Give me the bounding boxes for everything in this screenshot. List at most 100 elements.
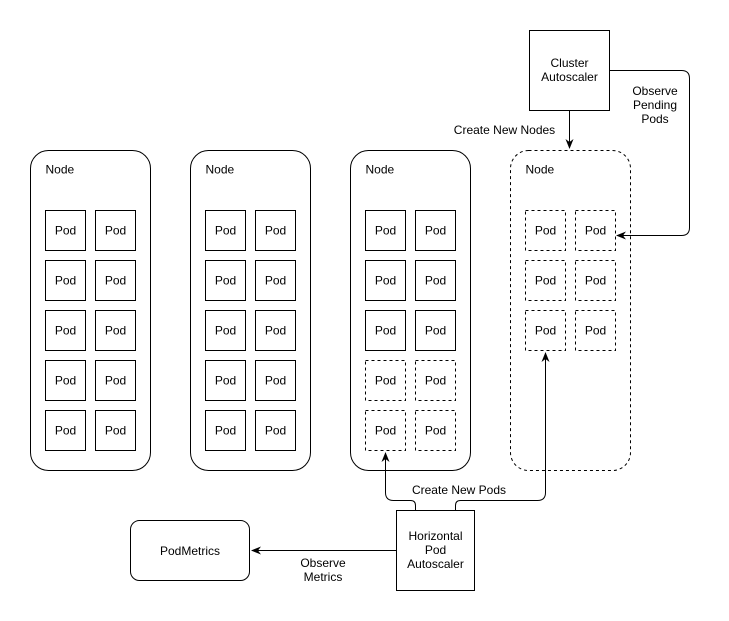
pod[interactable]: Pod (205, 210, 246, 251)
pod-box (415, 310, 456, 351)
pod[interactable]: Pod (365, 210, 406, 251)
pod-label: Pod (105, 274, 126, 288)
pod-label: Pod (425, 424, 446, 438)
pod-box (365, 260, 406, 301)
pod-box (45, 360, 86, 401)
hpa-box (396, 510, 475, 591)
cluster-autoscaler[interactable]: Cluster Autoscaler (529, 30, 610, 111)
pod-box (95, 410, 136, 451)
node-4-label: Node (526, 163, 555, 177)
edge-observe-metrics-label-line2: Metrics (304, 570, 343, 584)
pod-box (365, 210, 406, 251)
pod-label: Pod (215, 224, 236, 238)
pod[interactable]: Pod (95, 210, 136, 251)
pod-label: Pod (265, 374, 286, 388)
pod-box (415, 260, 456, 301)
pod[interactable]: Pod (45, 260, 86, 301)
pod-label: Pod (265, 224, 286, 238)
pod-box (205, 210, 246, 251)
pod[interactable]: Pod (255, 410, 296, 451)
pod[interactable]: Pod (525, 260, 566, 301)
pod[interactable]: Pod (205, 310, 246, 351)
node-3-label: Node (366, 163, 395, 177)
pod-box (95, 260, 136, 301)
pod-box (525, 260, 566, 301)
pod-box (95, 210, 136, 251)
pod[interactable]: Pod (415, 310, 456, 351)
pod[interactable]: Pod (95, 310, 136, 351)
edge-observe-metrics-label-line1: Observe (300, 556, 346, 570)
pod-label: Pod (375, 374, 396, 388)
pod-box (575, 210, 616, 251)
pod[interactable]: Pod (365, 310, 406, 351)
pod-label: Pod (265, 274, 286, 288)
pod[interactable]: Pod (415, 410, 456, 451)
pod-label: Pod (105, 224, 126, 238)
pod-box (525, 210, 566, 251)
pod-label: Pod (375, 324, 396, 338)
pod[interactable]: Pod (575, 310, 616, 351)
edge-create-new-pods-label: Create New Pods (412, 483, 506, 497)
pod[interactable]: Pod (95, 410, 136, 451)
pod[interactable]: Pod (255, 210, 296, 251)
edge-create-new-pods-label-bg (406, 482, 512, 498)
pod-box (415, 210, 456, 251)
pod-label: Pod (265, 324, 286, 338)
pod-box (205, 410, 246, 451)
pod-label: Pod (535, 274, 556, 288)
pod[interactable]: Pod (415, 360, 456, 401)
pod-box (45, 260, 86, 301)
pod-label: Pod (535, 224, 556, 238)
pod[interactable]: Pod (255, 360, 296, 401)
pod[interactable]: Pod (45, 210, 86, 251)
pod-label: Pod (425, 324, 446, 338)
pod-box (45, 410, 86, 451)
pod[interactable]: Pod (365, 360, 406, 401)
pod-metrics-label: PodMetrics (160, 544, 220, 558)
pod[interactable]: Pod (525, 310, 566, 351)
pod[interactable]: Pod (575, 210, 616, 251)
pod[interactable]: Pod (255, 260, 296, 301)
pod[interactable]: Pod (525, 210, 566, 251)
pod-box (415, 360, 456, 401)
pod-label: Pod (55, 274, 76, 288)
pod[interactable]: Pod (205, 360, 246, 401)
pod[interactable]: Pod (575, 260, 616, 301)
edge-observe-pending-pods-label-line3: Pods (641, 112, 668, 126)
cluster-autoscaler-label-line2: Autoscaler (541, 70, 598, 84)
pod[interactable]: Pod (365, 410, 406, 451)
pod[interactable]: Pod (365, 260, 406, 301)
pod[interactable]: Pod (255, 310, 296, 351)
pod[interactable]: Pod (45, 360, 86, 401)
pod-metrics-box (130, 520, 250, 581)
edge-observe-metrics: Observe Metrics (251, 546, 397, 584)
pod[interactable]: Pod (45, 410, 86, 451)
pod-label: Pod (55, 224, 76, 238)
pod-label: Pod (375, 274, 396, 288)
pod-metrics[interactable]: PodMetrics (130, 520, 250, 581)
pod-box (575, 260, 616, 301)
pod[interactable]: Pod (45, 310, 86, 351)
node-2-label: Node (206, 163, 235, 177)
pod[interactable]: Pod (205, 260, 246, 301)
horizontal-pod-autoscaler[interactable]: Horizontal Pod Autoscaler (396, 510, 475, 591)
pod-box (95, 360, 136, 401)
pod[interactable]: Pod (205, 410, 246, 451)
pod-box (255, 260, 296, 301)
edge-observe-pending-pods-line (609, 70, 690, 240)
pod-label: Pod (105, 424, 126, 438)
pod-label: Pod (55, 324, 76, 338)
pod-box (95, 310, 136, 351)
pod-box (205, 360, 246, 401)
pod[interactable]: Pod (415, 210, 456, 251)
edge-observe-pending-pods: Observe Pending Pods (609, 70, 690, 240)
pod[interactable]: Pod (95, 260, 136, 301)
edge-create-new-pods-left (381, 452, 416, 511)
pod[interactable]: Pod (95, 360, 136, 401)
pod[interactable]: Pod (415, 260, 456, 301)
